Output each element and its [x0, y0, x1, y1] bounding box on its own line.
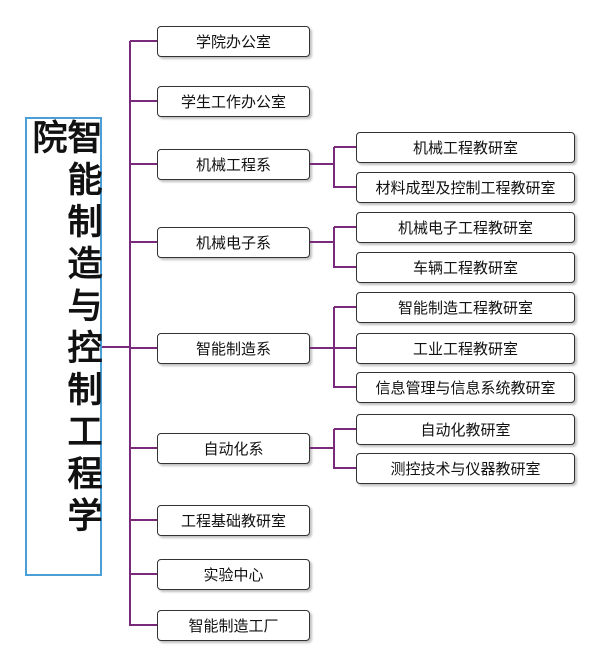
root-node: 智能制造与控制工程学院 — [25, 117, 102, 576]
connector-line — [334, 306, 356, 308]
department-node-label: 学生工作办公室 — [180, 92, 286, 111]
connector-line — [130, 40, 157, 42]
department-node: 工程基础教研室 — [157, 504, 310, 536]
office-node: 机械工程教研室 — [356, 131, 575, 163]
department-node-label: 智能制造工厂 — [188, 616, 279, 635]
department-node: 机械工程系 — [157, 148, 310, 180]
connector-line — [130, 624, 157, 626]
connector-line — [130, 447, 157, 449]
department-node-label: 智能制造系 — [195, 339, 271, 358]
connector-line — [334, 386, 356, 388]
office-node-label: 信息管理与信息系统教研室 — [375, 378, 556, 397]
connector-line — [129, 41, 131, 626]
office-node: 工业工程教研室 — [356, 332, 575, 364]
connector-line — [333, 147, 335, 188]
connector-line — [310, 163, 334, 165]
office-node-label: 自动化教研室 — [420, 420, 511, 439]
office-node: 信息管理与信息系统教研室 — [356, 371, 575, 403]
office-node-label: 测控技术与仪器教研室 — [390, 459, 541, 478]
connector-line — [310, 347, 334, 349]
connector-line — [130, 519, 157, 521]
department-node: 智能制造系 — [157, 332, 310, 364]
department-node-label: 机械工程系 — [195, 155, 271, 174]
department-node-label: 实验中心 — [203, 565, 264, 584]
connector-line — [310, 447, 334, 449]
connector-line — [334, 146, 356, 148]
office-node: 智能制造工程教研室 — [356, 291, 575, 323]
connector-line — [130, 163, 157, 165]
office-node-label: 智能制造工程教研室 — [397, 298, 533, 317]
connector-line — [334, 266, 356, 268]
connector-line — [102, 346, 130, 348]
connector-line — [334, 226, 356, 228]
connector-line — [130, 347, 157, 349]
connector-line — [310, 241, 334, 243]
department-node-label: 学院办公室 — [195, 32, 271, 51]
office-node-label: 车辆工程教研室 — [412, 258, 518, 277]
office-node: 材料成型及控制工程教研室 — [356, 171, 575, 203]
office-node-label: 机械电子工程教研室 — [397, 218, 533, 237]
department-node: 机械电子系 — [157, 226, 310, 258]
department-node-label: 工程基础教研室 — [180, 511, 286, 530]
office-node-label: 材料成型及控制工程教研室 — [375, 178, 556, 197]
connector-line — [334, 347, 356, 349]
department-node: 自动化系 — [157, 432, 310, 464]
office-node: 机械电子工程教研室 — [356, 211, 575, 243]
connector-line — [334, 428, 356, 430]
department-node-label: 机械电子系 — [195, 233, 271, 252]
connector-line — [130, 241, 157, 243]
department-node-label: 自动化系 — [203, 439, 264, 458]
department-node: 学院办公室 — [157, 25, 310, 57]
office-node: 测控技术与仪器教研室 — [356, 452, 575, 484]
root-label: 智能制造与控制工程学院 — [26, 119, 102, 539]
department-node: 智能制造工厂 — [157, 609, 310, 641]
connector-line — [333, 227, 335, 268]
office-node-label: 机械工程教研室 — [412, 138, 518, 157]
department-node: 学生工作办公室 — [157, 85, 310, 117]
department-node: 实验中心 — [157, 558, 310, 590]
connector-line — [334, 186, 356, 188]
connector-line — [333, 429, 335, 469]
connector-line — [130, 573, 157, 575]
office-node: 车辆工程教研室 — [356, 251, 575, 283]
office-node: 自动化教研室 — [356, 413, 575, 445]
connector-line — [130, 100, 157, 102]
connector-line — [334, 467, 356, 469]
office-node-label: 工业工程教研室 — [412, 339, 518, 358]
